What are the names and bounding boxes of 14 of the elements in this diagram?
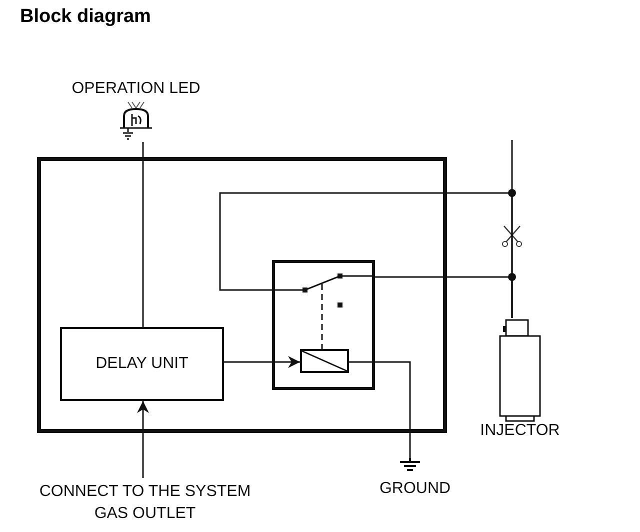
led-label: OPERATION LED xyxy=(70,79,202,99)
node-text: CONNECT TO THE SYSTEM GAS OUTLET xyxy=(38,482,252,524)
module-box xyxy=(37,157,447,433)
ground-label: GROUND xyxy=(378,479,452,499)
connector-line xyxy=(511,140,513,318)
connector-line xyxy=(349,361,411,458)
delay-unit-box xyxy=(60,327,224,401)
connector-line xyxy=(224,356,300,368)
relay-box xyxy=(272,260,375,390)
connector-line xyxy=(137,401,149,478)
injector-label: INJECTOR xyxy=(479,421,561,441)
title: Block diagram xyxy=(20,6,151,28)
connector-line xyxy=(142,142,144,327)
node-text: DELAY UNIT xyxy=(94,354,190,374)
